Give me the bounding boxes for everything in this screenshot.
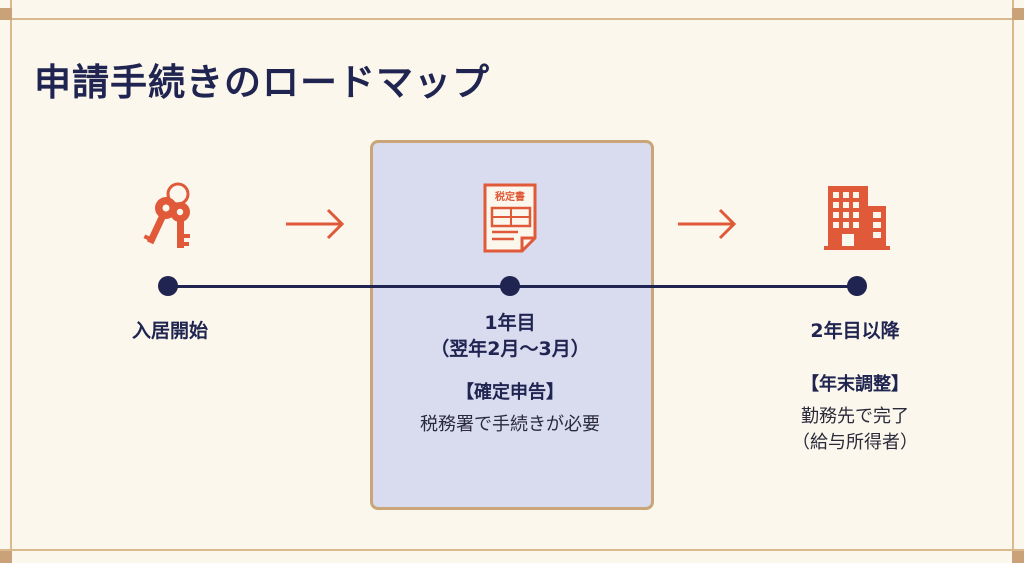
document-icon-text: 税定書 (495, 190, 525, 203)
arrow-right-icon (286, 208, 345, 240)
step-description-workplace: 勤務先で完了 (801, 406, 909, 427)
step-label-year-one-period: （翌年2月〜3月） (430, 338, 590, 360)
step-heading-final-tax-return: 【確定申告】 (456, 382, 564, 403)
timeline-dot (158, 276, 178, 296)
timeline-dot (500, 276, 520, 296)
right-border (1012, 0, 1014, 563)
arrow-right-icon (678, 208, 737, 240)
step-description-salaried: （給与所得者） (792, 432, 918, 453)
step-label-year-one: 1年目 (484, 312, 536, 334)
keys-icon (143, 182, 190, 248)
tax-return-document-icon: 税定書 (483, 183, 537, 253)
corner-ornament (1012, 8, 1024, 20)
top-border (0, 0, 1024, 20)
step-label-year-two-onward: 2年目以降 (810, 320, 900, 342)
bottom-border (0, 549, 1024, 563)
step-heading-year-end-adjustment: 【年末調整】 (801, 374, 909, 395)
office-building-icon (824, 186, 890, 250)
corner-ornament (0, 551, 12, 563)
step-description-tax-office: 税務署で手続きが必要 (420, 414, 600, 435)
step-label-move-in: 入居開始 (131, 320, 208, 342)
corner-ornament (0, 8, 12, 20)
page-title: 申請手続きのロードマップ (34, 61, 490, 104)
timeline-dot (847, 276, 867, 296)
corner-ornament (1012, 551, 1024, 563)
left-border (10, 0, 12, 563)
